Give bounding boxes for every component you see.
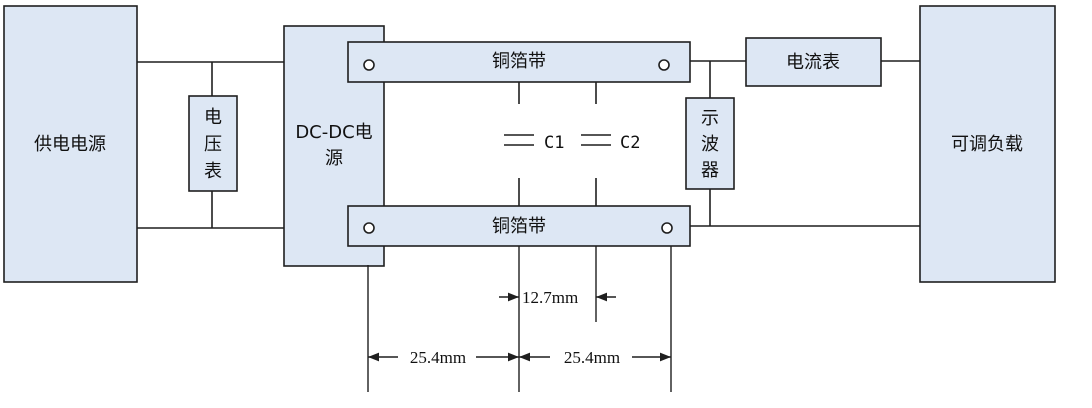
dimension-25-4mm-right-label: 25.4mm [564,348,620,367]
power-supply-block: 供电电源 [3,5,138,283]
dimension-25-4mm-left: 25.4mm [368,348,519,367]
capacitor-c1-label: C1 [544,133,564,153]
capacitor-c2: C2 [581,133,640,153]
mounting-hole-icon [661,222,673,234]
voltmeter-block: 电 压 表 [188,95,238,192]
dimension-25-4mm-left-label: 25.4mm [410,348,466,367]
copper-foil-top: 铜箔带 [347,41,691,83]
dimension-25-4mm-right: 25.4mm [519,348,671,367]
oscilloscope-label-2: 波 [701,134,719,155]
mounting-hole-icon [363,59,375,71]
dcdc-label-1: DC-DC电 [295,122,372,143]
oscilloscope-label-3: 器 [701,160,719,181]
voltmeter-label-3: 表 [204,161,222,182]
oscilloscope-block: 示 波 器 [685,97,735,190]
dimension-12-7mm-label: 12.7mm [522,288,578,307]
capacitor-c2-label: C2 [620,133,640,153]
copper-foil-bottom-label: 铜箔带 [492,216,546,237]
dcdc-label-2: 源 [325,148,343,169]
voltmeter-label-2: 压 [204,134,222,155]
ammeter-block: 电流表 [745,37,882,87]
copper-foil-top-label: 铜箔带 [492,51,546,72]
dimension-lines [367,246,672,392]
oscilloscope-label-1: 示 [701,108,719,129]
ammeter-label: 电流表 [786,52,840,73]
mounting-hole-icon [658,59,670,71]
adjustable-load-block: 可调负载 [919,5,1056,283]
copper-foil-bottom: 铜箔带 [347,205,691,247]
power-supply-label: 供电电源 [34,134,106,155]
load-label: 可调负载 [951,134,1023,155]
voltmeter-label-1: 电 [204,107,222,128]
dimension-12-7mm: 12.7mm [499,288,616,307]
mounting-hole-icon [363,222,375,234]
capacitor-c1: C1 [504,133,564,153]
